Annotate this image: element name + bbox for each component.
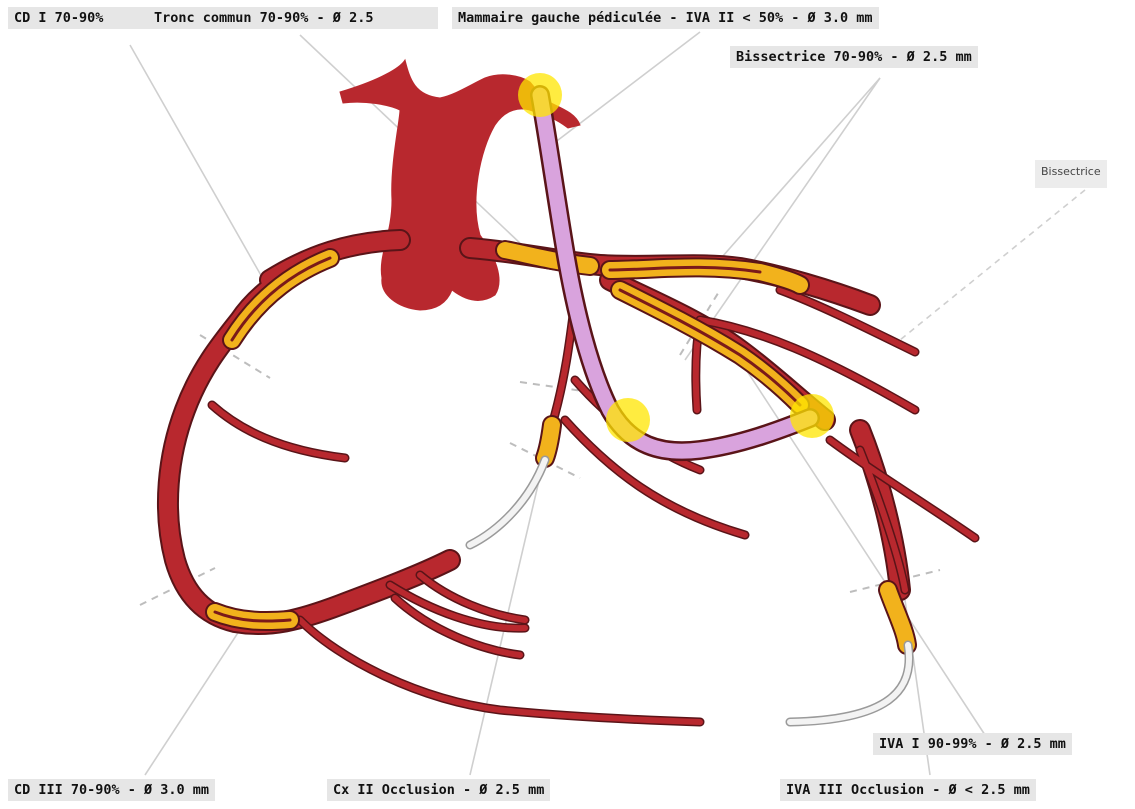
anastomosis-distal — [790, 394, 834, 438]
label-bissectrice-small: Bissectrice — [1035, 160, 1107, 188]
occluded-segments — [470, 460, 909, 722]
label-iva3: IVA III Occlusion - Ø < 2.5 mm — [780, 779, 1036, 801]
label-cx2: Cx II Occlusion - Ø 2.5 mm — [327, 779, 550, 801]
stenosis-segments — [215, 250, 907, 645]
label-bissectrice-main: Bissectrice 70-90% - Ø 2.5 mm — [730, 46, 978, 68]
label-cd3: CD III 70-90% - Ø 3.0 mm — [8, 779, 215, 801]
anastomosis-mid — [606, 398, 650, 442]
label-iva1: IVA I 90-99% - Ø 2.5 mm — [873, 733, 1072, 755]
anastomosis-proximal — [518, 73, 562, 117]
label-tronc: Tronc commun 70-90% - Ø 2.5 — [148, 7, 438, 29]
label-cd1: CD I 70-90% — [8, 7, 148, 29]
label-mammaire: Mammaire gauche pédiculée - IVA II < 50%… — [452, 7, 879, 29]
